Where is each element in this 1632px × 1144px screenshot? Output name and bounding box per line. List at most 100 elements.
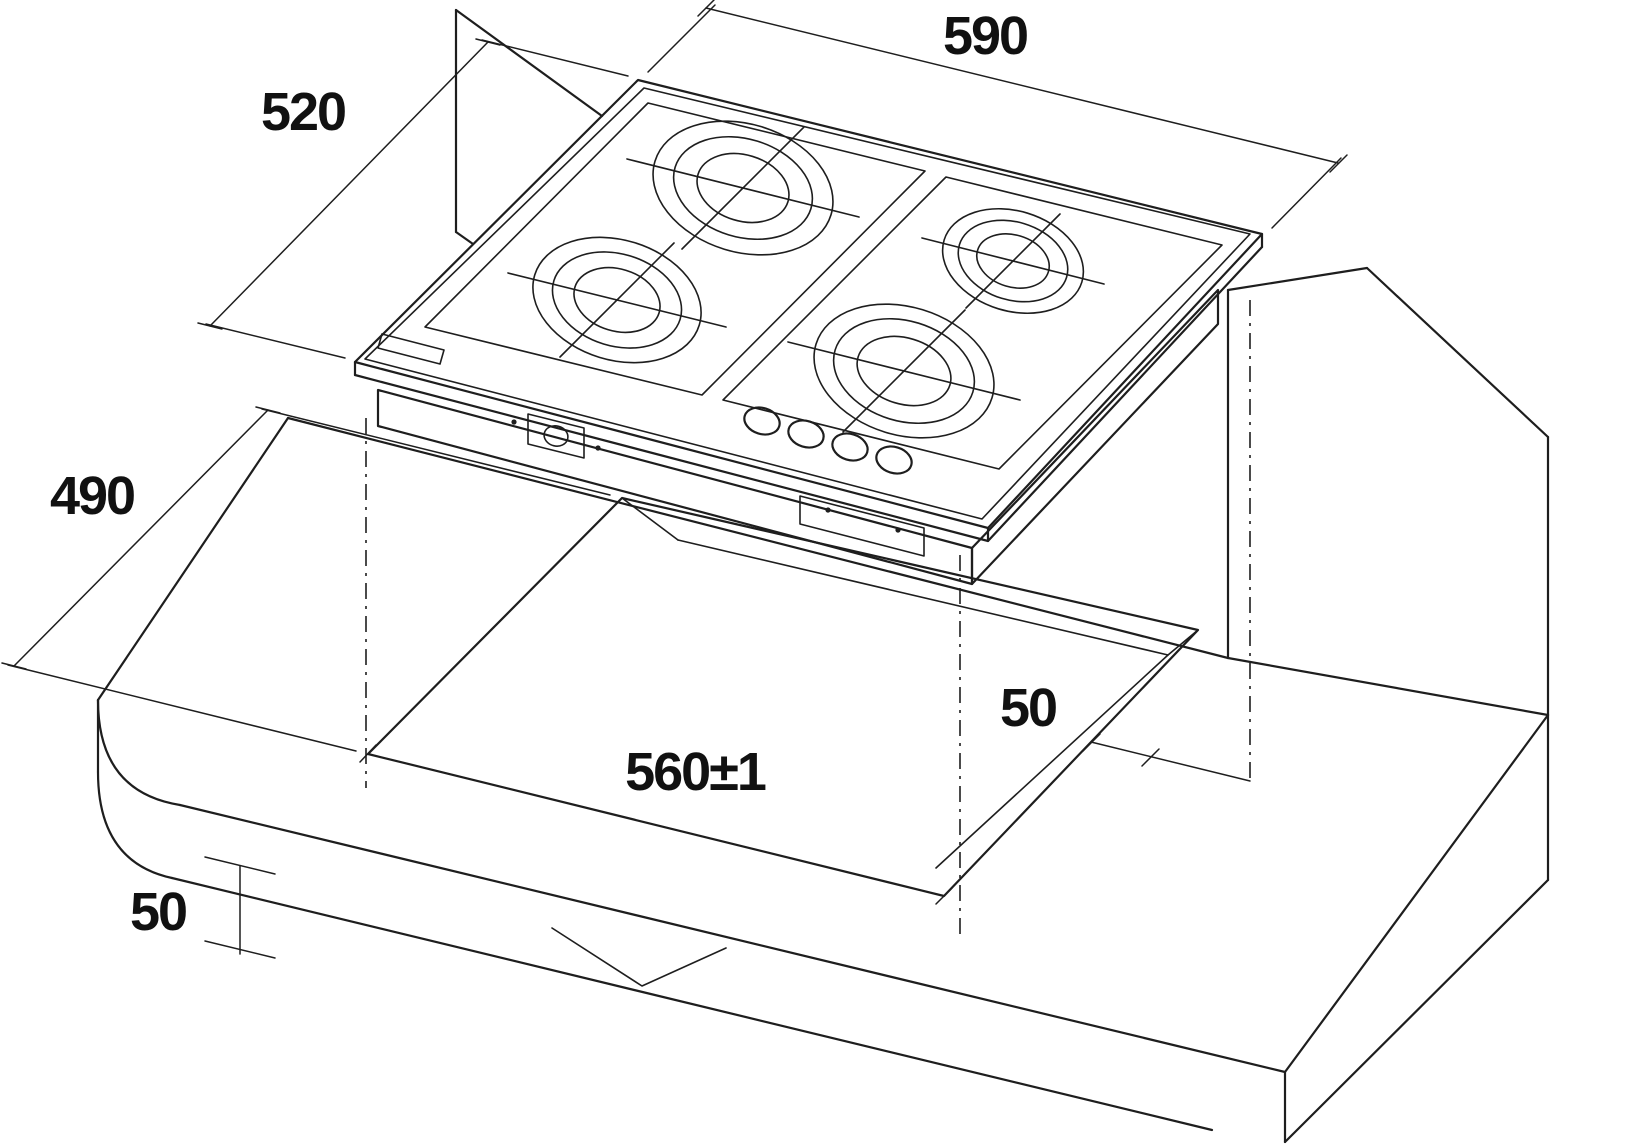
screw-dot xyxy=(825,507,831,513)
back-wall-left xyxy=(454,8,604,246)
burner-rear-left xyxy=(626,120,860,256)
cutout-inner-corner xyxy=(621,497,679,541)
bracket-outline xyxy=(799,495,925,557)
worktop-left-edge xyxy=(96,416,290,702)
burner-ring-inner xyxy=(856,335,952,407)
dim-label-front-clearance: 50 xyxy=(130,882,186,942)
worktop-cutout xyxy=(366,496,1200,898)
extension-line xyxy=(647,4,716,73)
wall-bottom-edge xyxy=(454,230,475,246)
worktop-front-edge xyxy=(178,803,1287,1074)
tick xyxy=(255,406,281,414)
screw-dot xyxy=(595,445,601,451)
tick xyxy=(1082,733,1101,752)
worktop-face-bottom-edge xyxy=(170,876,1214,1132)
dim-label-appliance-depth: 520 xyxy=(261,82,345,142)
panel-base-edge xyxy=(1226,656,1550,717)
glass-thickness-edge xyxy=(353,245,1264,543)
dimension-appliance-depth: 520 xyxy=(197,38,629,359)
tick xyxy=(1329,154,1348,173)
panel-bevel-edge xyxy=(1365,266,1550,439)
tick xyxy=(1,662,27,670)
worktop-face-corner xyxy=(96,770,174,880)
dimension-rear-clearance: 50 xyxy=(1000,678,1251,782)
burner-ring-inner xyxy=(573,266,661,334)
burner-rear-right xyxy=(921,207,1105,315)
extension-line xyxy=(481,39,629,77)
panel-top-edge xyxy=(1226,266,1369,292)
projection-lines xyxy=(365,300,1251,935)
dimension-cutout-depth: 490 xyxy=(1,406,611,752)
dim-label-cutout-width: 560±1 xyxy=(625,742,766,802)
knob-2 xyxy=(787,419,825,449)
glass-inner-edge xyxy=(364,87,1251,520)
burner-ring-middle xyxy=(551,251,683,349)
burner-ring-middle xyxy=(832,317,976,425)
worktop-front-left-corner xyxy=(96,698,182,807)
knob-3 xyxy=(831,432,869,462)
burner-zone-left xyxy=(424,102,926,396)
burner-center-line xyxy=(559,242,675,358)
wall-top-edge xyxy=(454,8,604,118)
burner-center-line xyxy=(842,309,966,433)
junction-box-outline xyxy=(527,413,585,459)
control-knobs xyxy=(743,406,913,475)
mounting-bracket xyxy=(799,495,925,557)
junction-box xyxy=(511,413,601,459)
screw-dot xyxy=(511,419,517,425)
worktop-back-edge xyxy=(286,416,1230,660)
glass-outer-edge xyxy=(353,78,1264,530)
burner-zone-right xyxy=(722,176,1223,470)
extension-line xyxy=(7,664,357,752)
burner-center-line xyxy=(681,126,805,250)
screw-dot xyxy=(895,527,901,533)
extension-line xyxy=(261,408,611,496)
burner-ring-outer xyxy=(813,303,995,439)
knob-4 xyxy=(875,445,913,475)
dimension-line xyxy=(1090,741,1251,782)
tick xyxy=(1141,748,1160,767)
burner-ring-middle xyxy=(672,135,814,241)
junction-box-port xyxy=(543,425,569,447)
dim-label-rear-clearance: 50 xyxy=(1000,678,1056,738)
burner-ring-outer xyxy=(941,207,1085,315)
tick xyxy=(359,744,377,763)
dimension-front-clearance: 50 xyxy=(130,856,276,959)
burner-ring-inner xyxy=(976,233,1050,289)
worktop-side-bottom-edge xyxy=(1283,878,1550,1144)
dimension-line xyxy=(705,7,1339,164)
front-face-notch xyxy=(551,927,727,987)
dim-label-appliance-width: 590 xyxy=(943,6,1027,66)
dim-label-cutout-depth: 490 xyxy=(50,466,134,526)
cutout-inner-wall-edge xyxy=(677,539,1169,869)
tick xyxy=(475,38,501,46)
extension-line xyxy=(1271,157,1342,229)
body-front-face xyxy=(376,388,974,586)
side-panel-right xyxy=(1226,266,1550,717)
cutout-inner-corner-right xyxy=(1167,629,1199,656)
tick xyxy=(197,322,223,330)
knob-1 xyxy=(743,406,781,436)
worktop xyxy=(96,416,1550,1144)
tick xyxy=(697,0,715,17)
burner-ring-outer xyxy=(652,120,834,256)
dimension-cutout-width: 560±1 xyxy=(359,742,953,905)
extension-line xyxy=(205,323,346,359)
cooktop xyxy=(353,78,1264,586)
burner-ring-outer xyxy=(532,236,702,364)
dimension-line xyxy=(13,409,269,667)
worktop-right-edge xyxy=(1283,713,1550,1074)
tick xyxy=(204,940,276,959)
brand-plate xyxy=(377,333,445,365)
burner-front-right xyxy=(787,303,1021,439)
tick xyxy=(204,856,276,875)
tick xyxy=(935,887,953,905)
dimension-appliance-width: 590 xyxy=(647,0,1348,229)
burner-ring-middle xyxy=(957,219,1069,303)
body-right-face xyxy=(970,288,1220,586)
burner-front-left xyxy=(507,236,727,364)
burner-center-line xyxy=(965,213,1061,309)
cutout-opening xyxy=(366,496,1200,898)
